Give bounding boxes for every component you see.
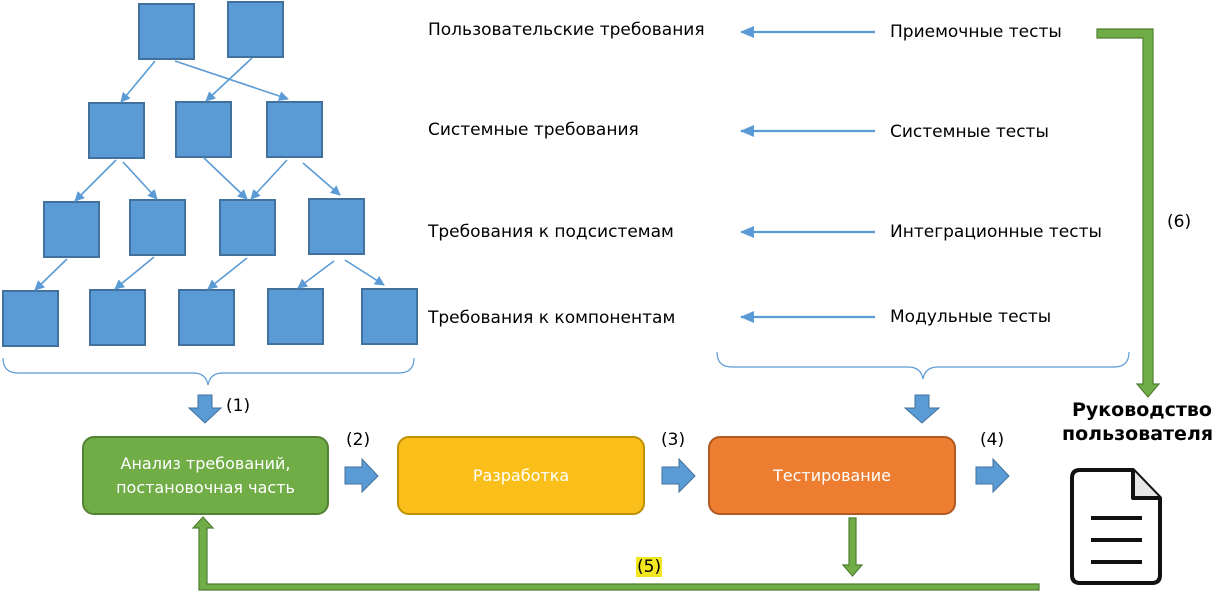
stage-analysis: Анализ требований, постановочная часть [82, 436, 329, 515]
user-manual-title: Руководство пользователя [1062, 398, 1214, 446]
acceptance-to-manual-arrow [1096, 28, 1161, 398]
component-box [178, 289, 235, 346]
testing-down-arrow [841, 517, 864, 577]
tree-arrow [297, 260, 335, 289]
hierarchy-arrows [34, 57, 385, 291]
stage-analysis-line2: постановочная часть [116, 477, 295, 497]
step-label-1: (1) [226, 396, 251, 416]
component-box [219, 199, 276, 256]
feedback-arrow [191, 516, 1040, 591]
tree-arrow [122, 161, 158, 200]
step2-arrow [344, 457, 379, 494]
component-box [308, 198, 365, 255]
step-label-6: (6) [1167, 212, 1192, 232]
step-label-2: (2) [346, 430, 371, 450]
test-system: Системные тесты [890, 122, 1049, 142]
tree-arrow [174, 60, 289, 101]
test-unit: Модульные тесты [890, 307, 1052, 327]
feedback-loop [191, 516, 1040, 591]
stage-testing: Тестирование [708, 436, 956, 515]
component-box [266, 101, 323, 158]
document-icon [1070, 468, 1162, 585]
tests-to-testing-arrow [903, 394, 941, 424]
tree-arrow [302, 162, 341, 196]
component-box [2, 290, 59, 347]
stage-analysis-line1: Анализ требований, [120, 453, 291, 473]
traceability-arrows [740, 26, 875, 323]
component-box [227, 1, 284, 58]
requirement-system: Системные требования [428, 120, 639, 140]
step-label-3: (3) [661, 430, 686, 450]
step3-arrow [661, 457, 696, 494]
component-box [129, 199, 186, 256]
tree-arrow [203, 157, 248, 200]
tree-arrow [205, 57, 253, 102]
left-brace [2, 357, 415, 386]
component-box [361, 288, 418, 345]
component-box [267, 288, 324, 345]
component-box [175, 101, 232, 158]
step-label-5: (5) [636, 557, 663, 577]
stage-development-label: Разработка [472, 465, 570, 485]
tree-arrow [250, 159, 288, 200]
component-box [88, 102, 145, 159]
right-brace [716, 351, 1130, 380]
hierarchy-tree [2, 1, 418, 347]
tree-arrow [74, 159, 117, 202]
step1-arrow [187, 394, 223, 424]
tree-arrow [34, 258, 68, 291]
requirement-components: Требования к компонентам [428, 308, 676, 328]
user-manual-line1: Руководство [1071, 399, 1212, 421]
requirement-user: Пользовательские требования [428, 20, 705, 40]
tree-arrow [114, 256, 155, 290]
step-label-4: (4) [980, 430, 1005, 450]
component-box [138, 3, 195, 60]
component-box [43, 201, 100, 258]
step4-arrow [975, 457, 1010, 494]
requirement-subsystems: Требования к подсистемам [428, 222, 674, 242]
block-arrows [187, 394, 1010, 494]
test-integration: Интеграционные тесты [890, 222, 1102, 242]
tree-arrow [207, 257, 248, 290]
tree-arrow [344, 259, 385, 286]
component-box [89, 289, 146, 346]
test-acceptance: Приемочные тесты [890, 22, 1062, 42]
stage-testing-label: Тестирование [772, 465, 891, 485]
stage-development: Разработка [397, 436, 645, 515]
tree-arrow [120, 60, 156, 103]
user-manual-line2: пользователя [1062, 423, 1214, 445]
